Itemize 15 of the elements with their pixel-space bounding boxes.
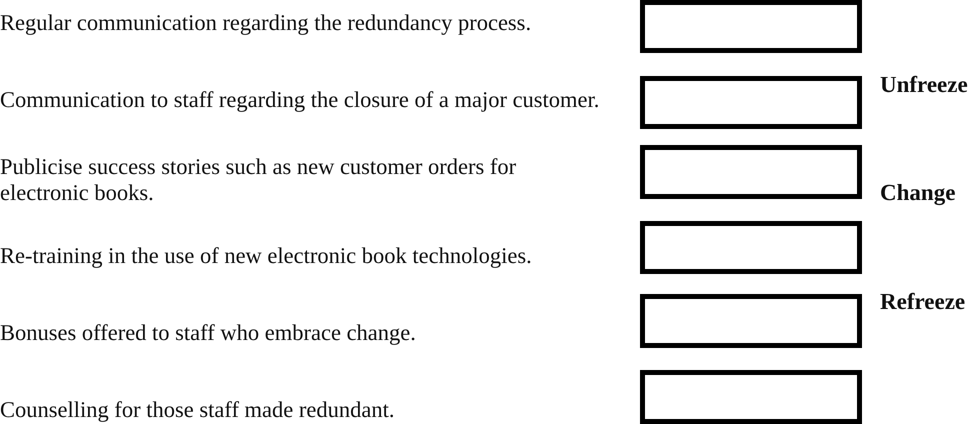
option-label: Change — [880, 180, 956, 206]
answer-box — [640, 221, 862, 274]
answer-box — [640, 76, 862, 129]
answer-box — [640, 0, 862, 53]
statement-text: Communication to staff regarding the closure of a major customer. — [0, 87, 600, 113]
option-label: Unfreeze — [880, 72, 968, 98]
answer-box — [640, 145, 862, 199]
statement-text: Re-training in the use of new electronic book technologies. — [0, 243, 533, 269]
statement-text: Counselling for those staff made redundant. — [0, 397, 396, 423]
answer-box — [640, 370, 862, 424]
statement-text: Publicise success stories such as new customer orders for electronic books. — [0, 154, 518, 206]
answer-box — [640, 294, 862, 348]
statement-text: Regular communication regarding the redundancy process. — [0, 10, 532, 36]
option-label: Refreeze — [880, 289, 966, 315]
statement-text: Bonuses offered to staff who embrace change. — [0, 320, 417, 346]
